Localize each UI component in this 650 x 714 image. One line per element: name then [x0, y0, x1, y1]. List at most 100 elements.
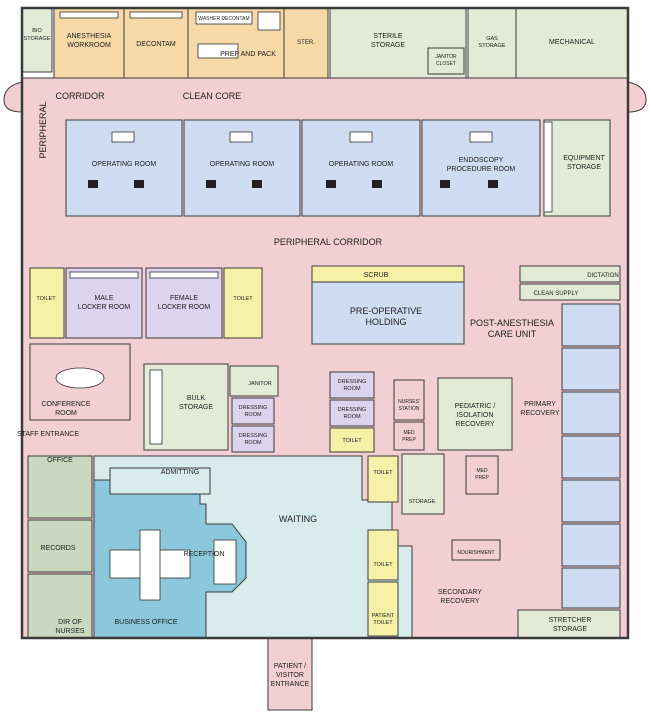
- label-dressing-3a: DRESSING: [338, 379, 367, 385]
- records-room: [27, 519, 93, 573]
- janitor-room: [229, 365, 279, 397]
- recovery-bay-2: [561, 347, 621, 391]
- recovery-bays: [517, 303, 621, 639]
- nourishment-area: [451, 539, 501, 561]
- prep-table: [197, 43, 239, 59]
- label-bulk-2: STORAGE: [179, 404, 213, 411]
- label-toilet-middle: TOILET: [342, 438, 362, 444]
- label-anesthesia-2: WORKROOM: [67, 42, 111, 49]
- label-entrance-3: ENTRANCE: [271, 681, 310, 688]
- label-patient-toilet-2: TOILET: [373, 620, 393, 626]
- label-dressing-4b: ROOM: [343, 414, 361, 420]
- label-entrance-1: PATIENT /: [274, 663, 306, 670]
- label-gas-2: STORAGE: [479, 43, 506, 49]
- bio-storage: [21, 7, 53, 73]
- label-primary-2: RECOVERY: [520, 410, 559, 417]
- label-sterile-1: STERILE: [373, 33, 403, 40]
- label-preop-1: PRE-OPERATIVE: [350, 306, 422, 316]
- reception-counter: [213, 539, 237, 585]
- office-room: [27, 455, 93, 519]
- recovery-bay-3: [561, 391, 621, 435]
- label-decontam: DECONTAM: [136, 41, 176, 48]
- label-stretcher-1: STRETCHER: [549, 617, 592, 624]
- label-female-1: FEMALE: [170, 295, 198, 302]
- label-pacu-2: CARE UNIT: [488, 329, 537, 339]
- or3-equipment-2: [372, 180, 382, 188]
- endo-equipment-2: [488, 180, 498, 188]
- label-pediatric-3: RECOVERY: [455, 421, 494, 428]
- label-pediatric-1: PEDIATRIC /: [455, 403, 496, 410]
- workstation-spine: [139, 529, 161, 601]
- label-ster: STER.: [297, 40, 315, 46]
- or1-equipment: [88, 180, 98, 188]
- dictation-room: [519, 265, 621, 283]
- label-sterile-2: STORAGE: [371, 42, 405, 49]
- label-bio-storage-2: STORAGE: [24, 36, 51, 42]
- dressing-room-1: [231, 397, 275, 425]
- label-med-prep-2a: MED: [476, 468, 488, 474]
- endo-table: [469, 131, 493, 143]
- label-gas-1: GAS: [486, 36, 498, 42]
- label-preop-2: HOLDING: [365, 317, 406, 327]
- storage-room: [401, 453, 445, 515]
- label-washer-decontam: WASHER DECONTAM: [198, 16, 249, 22]
- label-med-prep-2b: PREP: [475, 475, 489, 481]
- label-scrub: SCRUB: [364, 272, 389, 279]
- label-male-2: LOCKER ROOM: [78, 304, 131, 311]
- label-bio-storage-1: BIO: [32, 28, 42, 34]
- toilet-lower: [367, 455, 399, 503]
- lower-zone: [27, 453, 501, 639]
- conference-table: [55, 367, 105, 389]
- or3-equipment: [326, 180, 336, 188]
- label-dir-nurses-2: NURSES: [55, 628, 85, 635]
- sterilizer-unit: [257, 11, 281, 31]
- equipment-rack: [543, 121, 553, 213]
- recovery-bay-7: [561, 567, 621, 609]
- label-bulk-1: BULK: [187, 395, 206, 402]
- room-labels: BIO STORAGE ANESTHESIA WORKROOM DECONTAM…: [17, 16, 619, 688]
- label-dressing-1a: DRESSING: [239, 405, 268, 411]
- male-locker-room: [65, 267, 143, 339]
- label-equipment-2: STORAGE: [567, 164, 601, 171]
- label-conference-2: ROOM: [55, 410, 77, 417]
- label-dressing-4a: DRESSING: [338, 407, 367, 413]
- dressing-room-3: [329, 371, 375, 399]
- or1-table: [111, 131, 135, 143]
- or2-equipment: [206, 180, 216, 188]
- dressing-room-2: [231, 425, 275, 453]
- admitting-area: [109, 467, 211, 495]
- label-male-1: MALE: [94, 295, 113, 302]
- decontam-room: [123, 7, 189, 79]
- label-conference-1: CONFERENCE: [41, 401, 90, 408]
- or1-equipment-2: [134, 180, 144, 188]
- label-med-prep-1a: MED: [403, 430, 415, 436]
- stretcher-storage: [517, 609, 621, 639]
- label-storage: STORAGE: [409, 499, 436, 505]
- dir-of-nurses-office: [27, 573, 93, 639]
- label-dressing-2b: ROOM: [244, 440, 262, 446]
- label-mechanical: MECHANICAL: [549, 39, 595, 46]
- label-janitor: JANITOR: [248, 381, 271, 387]
- label-secondary-2: RECOVERY: [440, 598, 479, 605]
- service-wing: [21, 7, 629, 79]
- med-prep-2: [465, 455, 499, 495]
- corridor-bump-left: [3, 81, 23, 113]
- label-clean-supply: CLEAN SUPPLY: [534, 291, 579, 297]
- or2-equipment-2: [252, 180, 262, 188]
- patient-toilet: [367, 581, 399, 637]
- label-janitor-closet-1: JANITOR: [435, 54, 457, 60]
- clean-supply-room: [519, 283, 621, 301]
- washer-decontam-unit: [195, 11, 253, 25]
- label-records: RECORDS: [40, 545, 75, 552]
- label-reception: RECEPTION: [184, 551, 225, 558]
- preop-holding: [311, 281, 465, 345]
- label-or-3: OPERATING ROOM: [329, 161, 394, 168]
- label-toilet-bottom: TOILET: [373, 562, 393, 568]
- recovery-bay-1: [561, 303, 621, 347]
- locker-row-female: [149, 271, 219, 279]
- pediatric-isolation-recovery: [437, 377, 513, 451]
- label-toilet-lower: TOILET: [373, 470, 393, 476]
- label-nurses-1: NURSES': [398, 399, 420, 405]
- label-pediatric-2: ISOLATION: [457, 412, 494, 419]
